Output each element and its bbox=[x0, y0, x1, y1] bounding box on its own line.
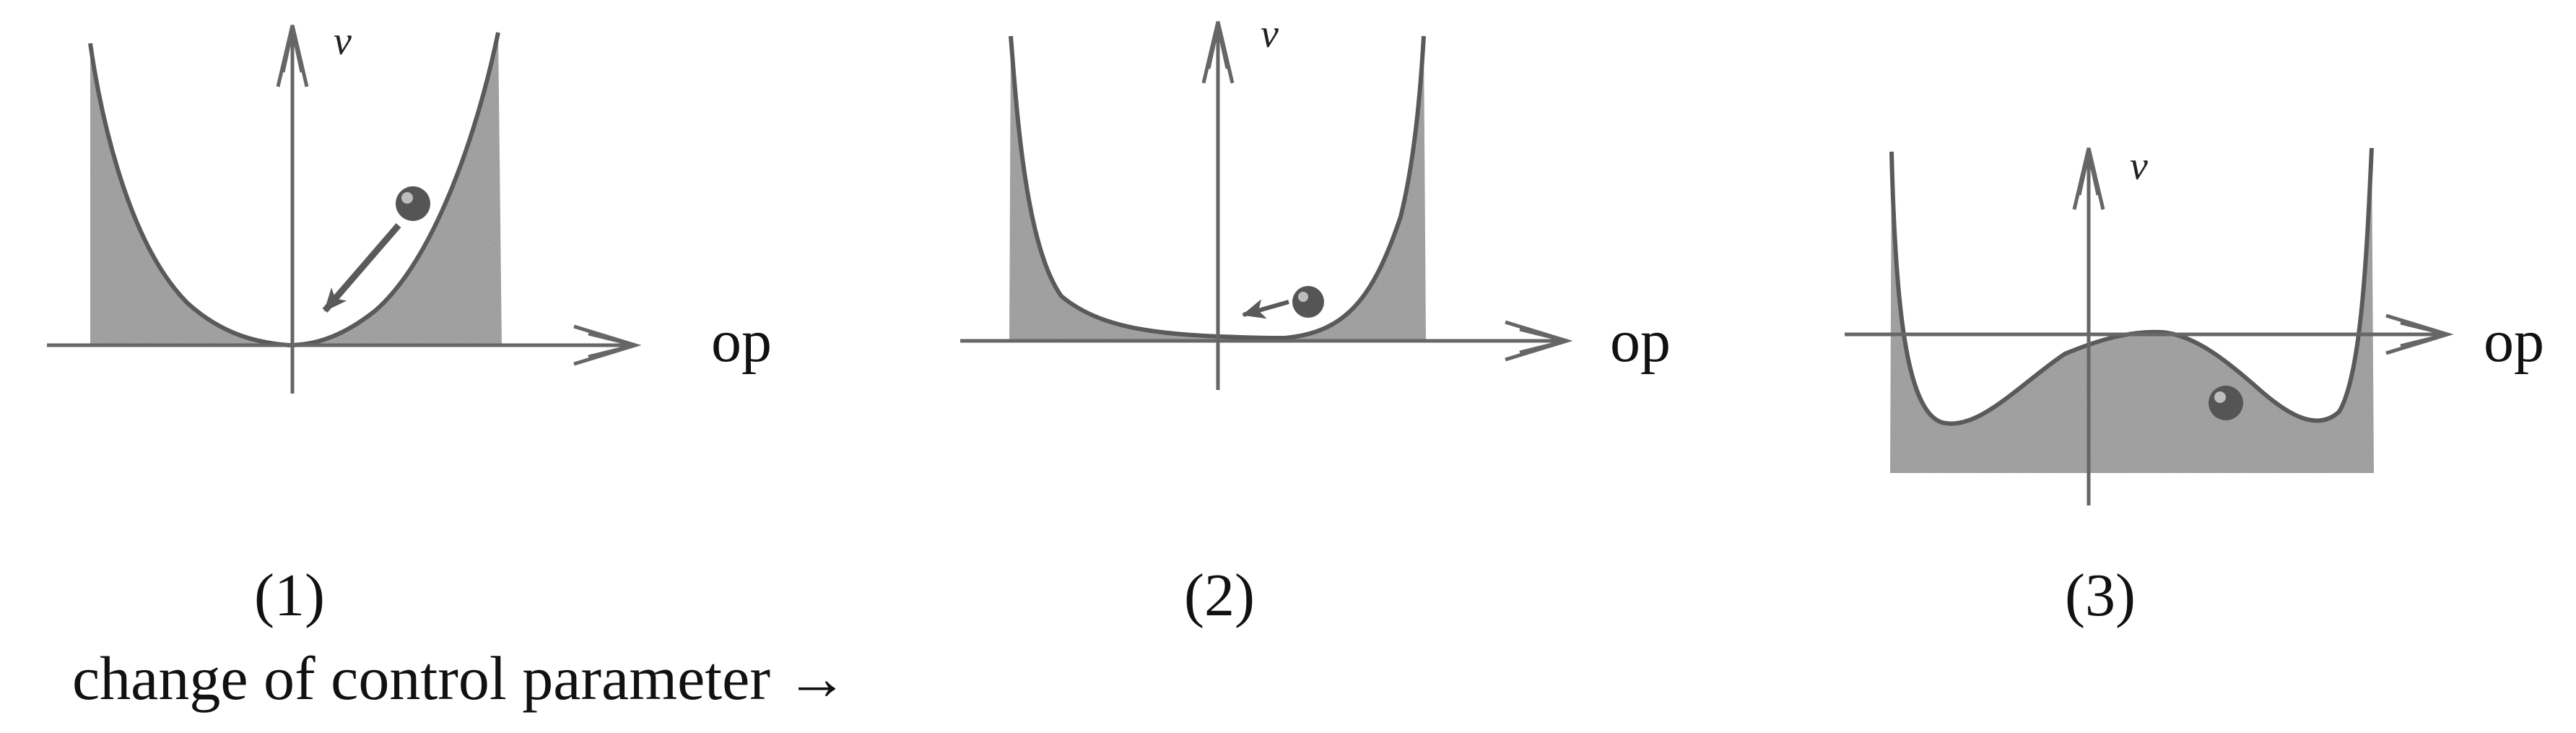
panel-2-y-arrowhead bbox=[1201, 21, 1235, 84]
panel-1-x-arrowhead bbox=[573, 324, 642, 366]
panel-1-y-axis-label: v bbox=[334, 19, 352, 64]
figure-caption: change of control parameter → bbox=[72, 643, 848, 713]
panel-1-ball bbox=[396, 186, 430, 221]
panel-2-number: (2) bbox=[1184, 562, 1255, 629]
panel-1-ball-highlight bbox=[401, 192, 413, 204]
panel-2-x-arrowhead bbox=[1505, 320, 1573, 362]
panel-2-ball bbox=[1292, 286, 1324, 318]
panel-3-potential-curve bbox=[1889, 147, 2374, 426]
panel-3-y-axis-label: v bbox=[2130, 144, 2148, 188]
panel-1: v op (1) bbox=[47, 19, 772, 629]
panel-2-x-axis-label: op bbox=[1610, 308, 1671, 375]
panel-2-potential-curve bbox=[1009, 35, 1426, 340]
panel-1-potential-fill bbox=[90, 32, 502, 347]
panel-3-ball bbox=[2209, 386, 2243, 420]
panel-3: v op (3) bbox=[1845, 144, 2544, 629]
panel-3-y-arrowhead bbox=[2072, 147, 2105, 210]
panel-3-x-axis-label: op bbox=[2484, 308, 2544, 375]
panel-2-y-axis-label: v bbox=[1261, 12, 1279, 56]
panel-2: v op (2) bbox=[960, 12, 1671, 629]
panel-2-potential-fill bbox=[1009, 36, 1426, 341]
panel-2-motion-arrow bbox=[1242, 299, 1289, 319]
panel-3-ball-highlight bbox=[2214, 391, 2226, 403]
panel-3-x-arrowhead bbox=[2385, 313, 2454, 355]
panel-3-number: (3) bbox=[2065, 562, 2136, 629]
panel-2-ball-highlight bbox=[1298, 292, 1308, 302]
panel-1-number: (1) bbox=[254, 562, 325, 629]
panel-1-y-arrowhead bbox=[276, 25, 309, 87]
panel-1-x-axis-label: op bbox=[711, 308, 772, 375]
panel-1-motion-arrow bbox=[322, 223, 401, 313]
panel-3-potential-fill-main bbox=[1890, 148, 2374, 473]
